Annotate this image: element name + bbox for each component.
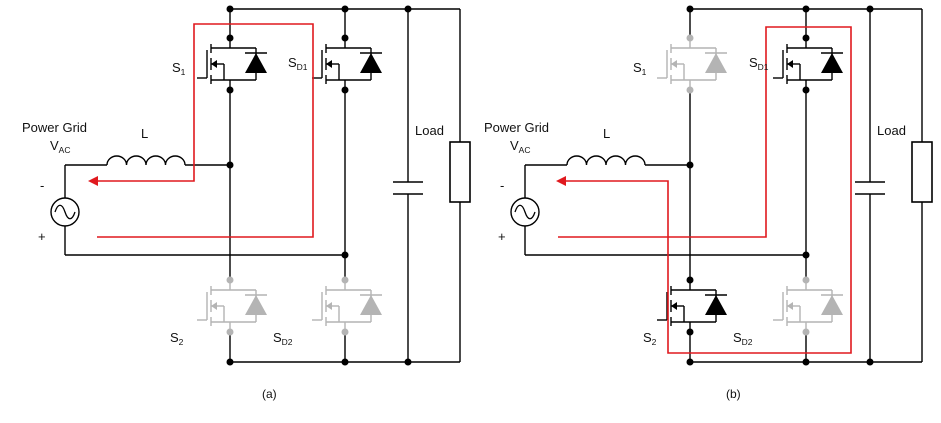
panel-a: Power Grid VAC - + L Load S1 SD1 S2 SD2 … xyxy=(22,5,471,401)
panel-b: Power Grid VAC - + L Load S1 SD1 S2 SD2 … xyxy=(484,5,933,401)
caption-a: (a) xyxy=(262,387,277,401)
sd1-label-a: SD1 xyxy=(288,55,308,72)
current-path-b xyxy=(556,26,852,354)
switch-s1-a xyxy=(197,34,267,94)
load-label-a: Load xyxy=(415,123,444,138)
junctions-b xyxy=(686,5,874,366)
junctions-a xyxy=(226,5,412,366)
s1-label-a: S1 xyxy=(172,60,186,77)
switch-sd2-a xyxy=(312,276,382,336)
current-path-a xyxy=(88,23,314,238)
load-resistor-a xyxy=(449,141,471,203)
minus-sign-a: - xyxy=(40,178,44,193)
caption-b: (b) xyxy=(726,387,741,401)
s2-label-b: S2 xyxy=(643,330,657,347)
switch-sd1-b xyxy=(773,34,843,94)
ac-source-a xyxy=(50,197,80,227)
sd1-label-b: SD1 xyxy=(749,55,769,72)
switch-s2-b xyxy=(657,276,727,336)
load-resistor-b xyxy=(911,141,933,203)
s1-label-b: S1 xyxy=(633,60,647,77)
switch-sd2-b xyxy=(773,276,843,336)
s2-label-a: S2 xyxy=(170,330,184,347)
vac-label-a: VAC xyxy=(50,138,70,155)
switch-sd1-a xyxy=(312,34,382,94)
switch-s2-a xyxy=(197,276,267,336)
plus-sign-a: + xyxy=(38,229,46,244)
vac-label-b: VAC xyxy=(510,138,530,155)
sd2-label-a: SD2 xyxy=(273,330,293,347)
minus-sign-b: - xyxy=(500,178,504,193)
load-label-b: Load xyxy=(877,123,906,138)
circuit-wiring xyxy=(64,8,461,363)
plus-sign-b: + xyxy=(498,229,506,244)
sd2-label-b: SD2 xyxy=(733,330,753,347)
inductor-l-a xyxy=(106,155,186,166)
inductor-label-b: L xyxy=(603,126,610,141)
power-grid-label-b: Power Grid xyxy=(484,120,549,135)
power-grid-label-a: Power Grid xyxy=(22,120,87,135)
inductor-label-a: L xyxy=(141,126,148,141)
inductor-l-b xyxy=(566,155,646,166)
ac-source-b xyxy=(510,197,540,227)
switch-s1-b xyxy=(657,34,727,94)
